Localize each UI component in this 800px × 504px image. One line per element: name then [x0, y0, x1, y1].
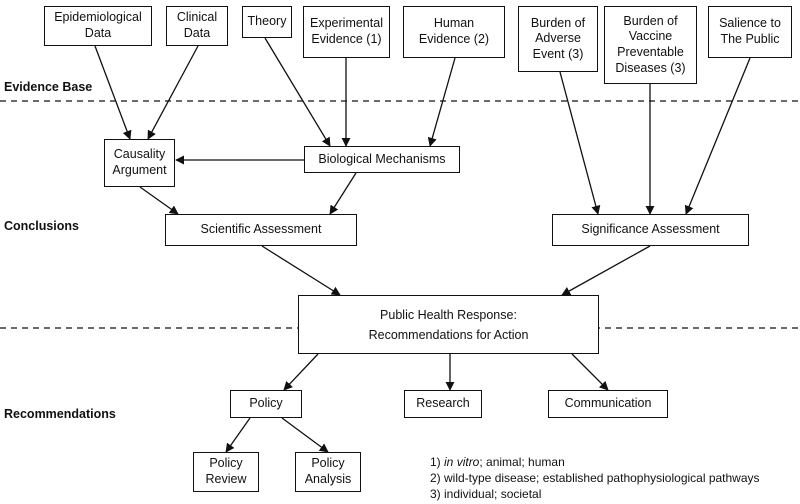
salience-label: Salience to The Public — [719, 16, 781, 46]
policy-review-label: Policy Review — [205, 456, 247, 486]
public-health-response-box: Public Health Response: Recommendations … — [298, 295, 599, 354]
communication-label: Communication — [564, 396, 652, 411]
causality-argument-label: Causality Argument — [112, 147, 167, 177]
research-label: Research — [416, 396, 470, 411]
arrow-theory-to-biological — [264, 37, 331, 147]
footnote-3: 3) individual; societal — [430, 487, 542, 501]
policy-analysis-box: Policy Analysis — [295, 452, 361, 492]
significance-assessment-label: Significance Assessment — [581, 222, 720, 237]
communication-box: Communication — [548, 390, 668, 418]
theory-box: Theory — [242, 6, 292, 38]
arrow-salience-to-significance — [684, 57, 751, 215]
epidemiological-data-label: Epidemiological Data — [54, 10, 142, 40]
burden-vaccine-preventable-label: Burden of Vaccine Preventable Diseases (… — [615, 13, 686, 75]
human-evidence-box: Human Evidence (2) — [403, 6, 505, 58]
arrow-response-to-communication — [571, 353, 609, 391]
footnote-1-rest: ; animal; human — [479, 455, 565, 469]
policy-box: Policy — [230, 390, 302, 418]
policy-analysis-label: Policy Analysis — [304, 456, 352, 486]
footnote-1-italic: in vitro — [444, 455, 480, 469]
arrow-clinical-to-causality — [147, 45, 199, 140]
burden-vaccine-preventable-box: Burden of Vaccine Preventable Diseases (… — [604, 6, 697, 84]
scientific-assessment-box: Scientific Assessment — [165, 214, 357, 246]
footnote-1: 1) in vitro; animal; human — [430, 454, 760, 470]
arrow-human-to-biological — [427, 57, 456, 147]
arrow-significance-to-response — [561, 245, 651, 296]
experimental-evidence-label: Experimental Evidence (1) — [310, 16, 383, 46]
human-evidence-label: Human Evidence (2) — [418, 16, 490, 46]
arrow-causality-to-scientific — [139, 186, 179, 215]
footnote-2: 2) wild-type disease; established pathop… — [430, 471, 760, 485]
footnote-1-prefix: 1) — [430, 455, 445, 469]
clinical-data-label: Clinical Data — [176, 10, 218, 40]
salience-box: Salience to The Public — [708, 6, 792, 58]
section-label-evidence-base: Evidence Base — [4, 80, 93, 94]
clinical-data-box: Clinical Data — [166, 6, 228, 46]
burden-adverse-event-box: Burden of Adverse Event (3) — [518, 6, 598, 72]
arrow-response-to-policy — [283, 353, 319, 391]
biological-mechanisms-box: Biological Mechanisms — [304, 146, 460, 173]
epidemiological-data-box: Epidemiological Data — [44, 6, 152, 46]
causality-argument-box: Causality Argument — [104, 139, 175, 187]
arrow-epi-to-causality — [94, 45, 132, 140]
experimental-evidence-box: Experimental Evidence (1) — [303, 6, 390, 58]
scientific-assessment-label: Scientific Assessment — [200, 222, 322, 237]
research-box: Research — [404, 390, 482, 418]
burden-adverse-event-label: Burden of Adverse Event (3) — [530, 15, 586, 61]
arrow-biological-to-scientific — [329, 172, 357, 215]
arrow-burden-adverse-to-significance — [559, 71, 601, 215]
significance-assessment-box: Significance Assessment — [552, 214, 749, 246]
footnotes: 1) in vitro; animal; human 2) wild-type … — [430, 454, 760, 502]
arrow-policy-to-analysis — [281, 417, 329, 453]
section-label-conclusions: Conclusions — [4, 219, 80, 233]
public-health-response-label: Public Health Response: Recommendations … — [368, 307, 529, 342]
section-label-recommendations: Recommendations — [4, 407, 116, 421]
policy-label: Policy — [249, 396, 283, 411]
arrow-scientific-to-response — [261, 245, 341, 296]
theory-label: Theory — [247, 14, 287, 29]
biological-mechanisms-label: Biological Mechanisms — [318, 151, 446, 166]
policy-review-box: Policy Review — [193, 452, 259, 492]
arrow-policy-to-review — [225, 417, 251, 453]
